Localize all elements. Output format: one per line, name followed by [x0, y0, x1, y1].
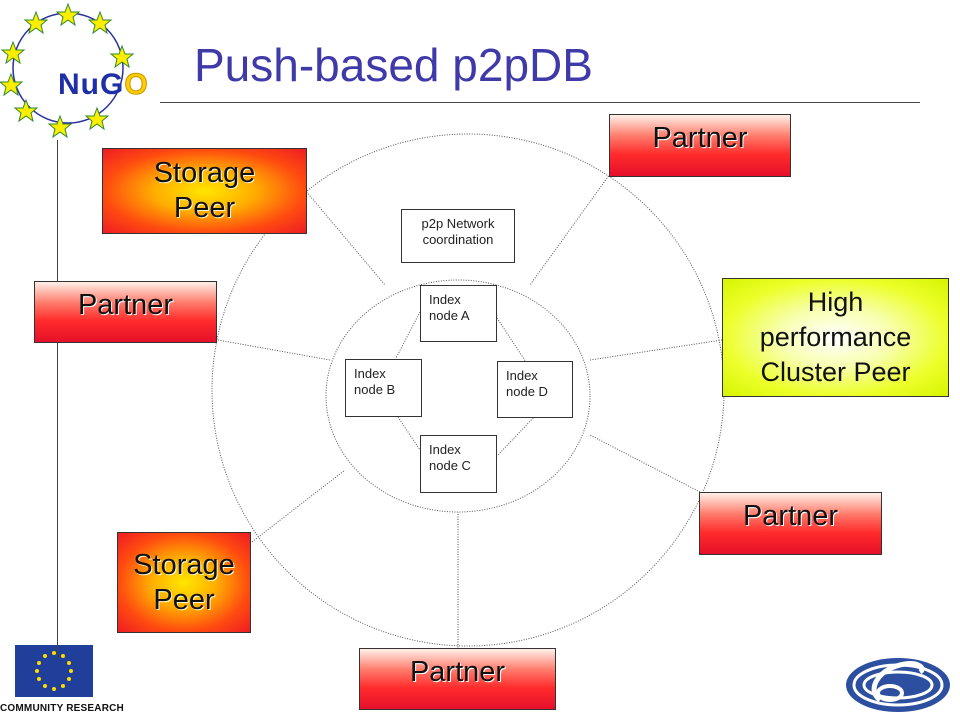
cluster-peer: High performance Cluster Peer: [722, 278, 949, 397]
inner-ring: [325, 279, 591, 513]
link-b-c: [397, 416, 421, 451]
index-node-a: Index node A: [420, 285, 497, 342]
fp6-logo-icon: [846, 658, 950, 712]
partner-peer-right: Partner: [699, 492, 882, 555]
left-rule: [57, 140, 58, 660]
link-d-c: [496, 415, 536, 457]
nugo-prefix: NuG: [58, 68, 125, 101]
index-node-b: Index node B: [345, 359, 422, 417]
partner-peer-top-right: Partner: [609, 114, 791, 177]
storage-peer-top: Storage Peer: [102, 148, 307, 234]
partner-peer-bottom: Partner: [359, 648, 556, 710]
eu-caption: COMMUNITY RESEARCH: [0, 703, 124, 714]
spoke-storage-bottom: [247, 469, 346, 546]
eu-flag-icon: [15, 645, 93, 697]
nugo-suffix: O: [124, 68, 149, 102]
link-a-b: [395, 311, 421, 359]
spoke-partner-top-right: [529, 173, 611, 286]
index-node-c: Index node C: [420, 435, 497, 493]
slide-title: Push-based p2pDB: [194, 39, 593, 91]
nugo-wordmark: NuGO: [58, 68, 149, 102]
p2p-coordination-node: p2p Network coordination: [401, 209, 515, 263]
spoke-partner-left: [217, 339, 331, 361]
spoke-storage-top: [304, 189, 386, 286]
link-a-d: [496, 317, 527, 363]
index-node-d: Index node D: [497, 361, 573, 418]
spoke-partner-right: [589, 434, 701, 493]
partner-peer-left: Partner: [34, 281, 217, 343]
nugo-logo-icon: [0, 2, 135, 139]
title-rule: [160, 102, 920, 103]
spoke-cluster: [589, 339, 723, 361]
storage-peer-bottom: Storage Peer: [117, 532, 251, 633]
